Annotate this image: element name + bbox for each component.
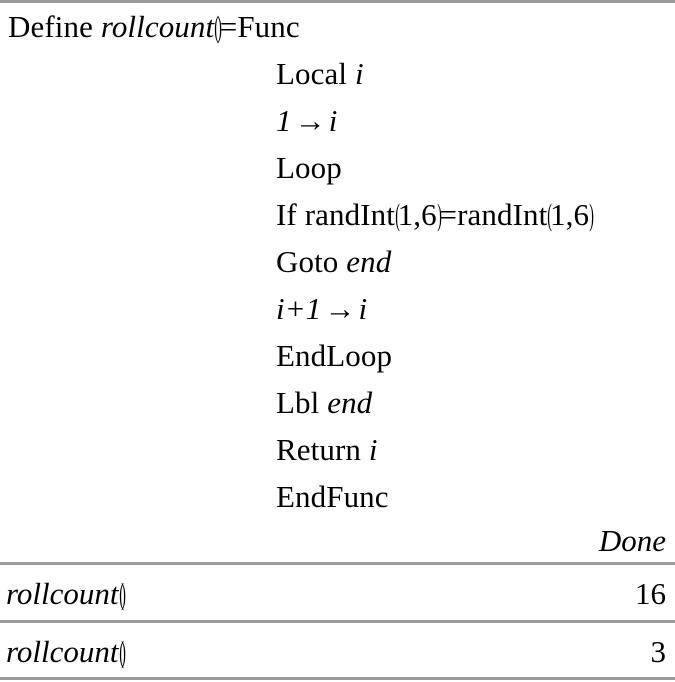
code-line-endfunc[interactable]: EndFunc — [0, 473, 675, 520]
history-row[interactable]: rollcount() 3 — [0, 623, 675, 680]
code-line-local-i[interactable]: Local i — [0, 50, 675, 97]
return-value: i — [368, 432, 378, 467]
store-arrow-icon: → — [294, 103, 326, 138]
increment-lhs: i+1 — [276, 291, 322, 326]
close-paren-icon: ) — [217, 9, 222, 44]
history-divider-1 — [0, 562, 675, 565]
program-name: rollcount — [100, 9, 215, 44]
history-input-expression: rollcount() — [6, 633, 127, 670]
history-function-name: rollcount — [6, 575, 119, 611]
assign-rhs: i — [328, 103, 338, 138]
code-line-if-randint[interactable]: If randInt(1,6)=randInt(1,6) — [0, 191, 675, 238]
open-paren-icon: ( — [395, 197, 400, 232]
goto-keyword: Goto — [276, 244, 339, 279]
code-line-assign-one-to-i[interactable]: 1→i — [0, 97, 675, 144]
open-paren-icon: ( — [118, 575, 124, 611]
equals-sign: = — [439, 197, 458, 232]
define-keyword: Define — [8, 9, 93, 44]
func-keyword: Func — [237, 9, 300, 44]
history-output-value: 3 — [650, 633, 667, 669]
close-paren-icon: ) — [121, 575, 127, 611]
code-line-increment-i[interactable]: i+1→i — [0, 285, 675, 332]
close-paren-icon: ) — [589, 197, 594, 232]
code-line-define-header[interactable]: Define rollcount()=Func — [0, 3, 675, 50]
code-line-loop[interactable]: Loop — [0, 144, 675, 191]
code-line-lbl-end[interactable]: Lbl end — [0, 379, 675, 426]
open-paren-icon: ( — [547, 197, 553, 232]
top-divider — [0, 0, 675, 3]
close-paren-icon: ) — [121, 633, 127, 669]
equals-sign: = — [219, 9, 238, 44]
endloop-keyword: EndLoop — [276, 338, 393, 373]
randint-function-left: randInt — [304, 197, 395, 232]
return-keyword: Return — [276, 432, 361, 467]
history-divider-2 — [0, 620, 675, 623]
if-keyword: If — [276, 197, 297, 232]
assign-lhs: 1 — [276, 103, 292, 138]
increment-rhs: i — [358, 291, 368, 326]
randint-function-right: randInt — [457, 197, 548, 232]
local-keyword: Local — [276, 56, 348, 91]
local-variable: i — [354, 56, 364, 91]
goto-label: end — [346, 244, 392, 279]
history-input-expression: rollcount() — [6, 575, 127, 612]
program-definition-block: Define rollcount()=Func Local i 1→i Loop… — [0, 3, 675, 520]
randint-args-left: 1,6 — [397, 197, 437, 232]
store-arrow-icon: → — [324, 291, 356, 326]
history-function-name: rollcount — [6, 633, 119, 669]
code-line-endloop[interactable]: EndLoop — [0, 332, 675, 379]
open-paren-icon: ( — [118, 633, 124, 669]
code-line-return-i[interactable]: Return i — [0, 426, 675, 473]
history-output-value: 16 — [635, 575, 666, 611]
history-row[interactable]: rollcount() 16 — [0, 565, 675, 622]
lbl-label: end — [327, 385, 373, 420]
lbl-keyword: Lbl — [276, 385, 320, 420]
code-line-goto-end[interactable]: Goto end — [0, 238, 675, 285]
close-paren-icon: ) — [437, 197, 442, 232]
randint-args-right: 1,6 — [550, 197, 590, 232]
loop-keyword: Loop — [276, 150, 342, 185]
history-divider-3 — [0, 677, 675, 680]
endfunc-keyword: EndFunc — [276, 479, 389, 514]
program-result-done: Done — [598, 523, 666, 558]
